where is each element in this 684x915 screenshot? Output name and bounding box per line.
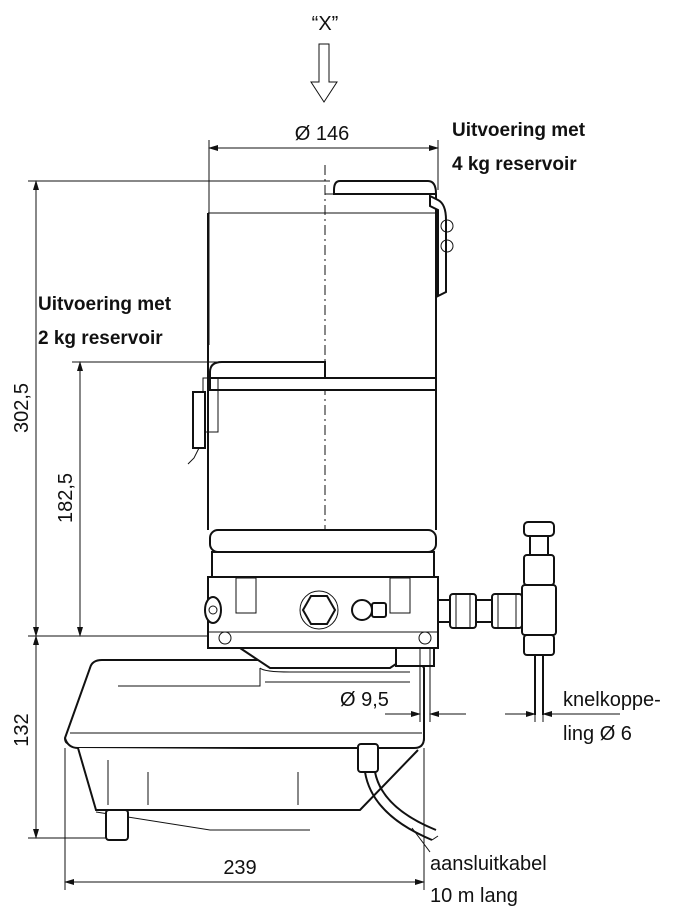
side-plug xyxy=(204,596,222,624)
cable-leader xyxy=(411,827,431,853)
view-label: “X” xyxy=(312,13,339,35)
reservoir-2kg xyxy=(187,361,437,465)
coupling-label-line2: ling Ø 6 xyxy=(563,723,632,745)
compression-coupling xyxy=(521,521,557,715)
dimension-coupling xyxy=(505,700,620,722)
dimension-width-239 xyxy=(64,748,425,890)
view-arrow xyxy=(310,43,338,103)
height-182-5-label: 182,5 xyxy=(55,473,77,523)
diameter-9-5-label: Ø 9,5 xyxy=(340,689,389,711)
fill-plug-hex xyxy=(301,595,337,625)
base-housing xyxy=(63,659,425,841)
reservoir-4kg xyxy=(207,180,454,530)
variant-4kg-line2: 4 kg reservoir xyxy=(452,154,577,175)
variant-2kg-line2: 2 kg reservoir xyxy=(38,328,163,349)
reservoir-rings xyxy=(209,529,437,578)
cable-label-line1: aansluitkabel xyxy=(430,853,547,875)
dimension-diameter-9-5 xyxy=(385,648,466,722)
fill-plug-ring xyxy=(299,590,339,630)
variant-2kg-line1: Uitvoering met xyxy=(38,294,172,315)
height-302-5-label: 302,5 xyxy=(11,383,33,433)
dimension-height-132 xyxy=(28,635,106,839)
height-132-label: 132 xyxy=(11,713,33,746)
dimension-height-182-5 xyxy=(72,361,218,637)
coupling-label-line1: knelkoppe- xyxy=(563,689,661,711)
connection-cable xyxy=(364,771,439,841)
dimension-diameter-146 xyxy=(208,140,439,345)
width-239-label: 239 xyxy=(223,857,256,879)
grease-nipple xyxy=(351,599,387,621)
cable-label-line2: 10 m lang xyxy=(430,885,518,907)
diameter-146-label: Ø 146 xyxy=(295,123,349,145)
outlet-fitting xyxy=(437,593,523,629)
variant-4kg-line1: Uitvoering met xyxy=(452,120,586,141)
